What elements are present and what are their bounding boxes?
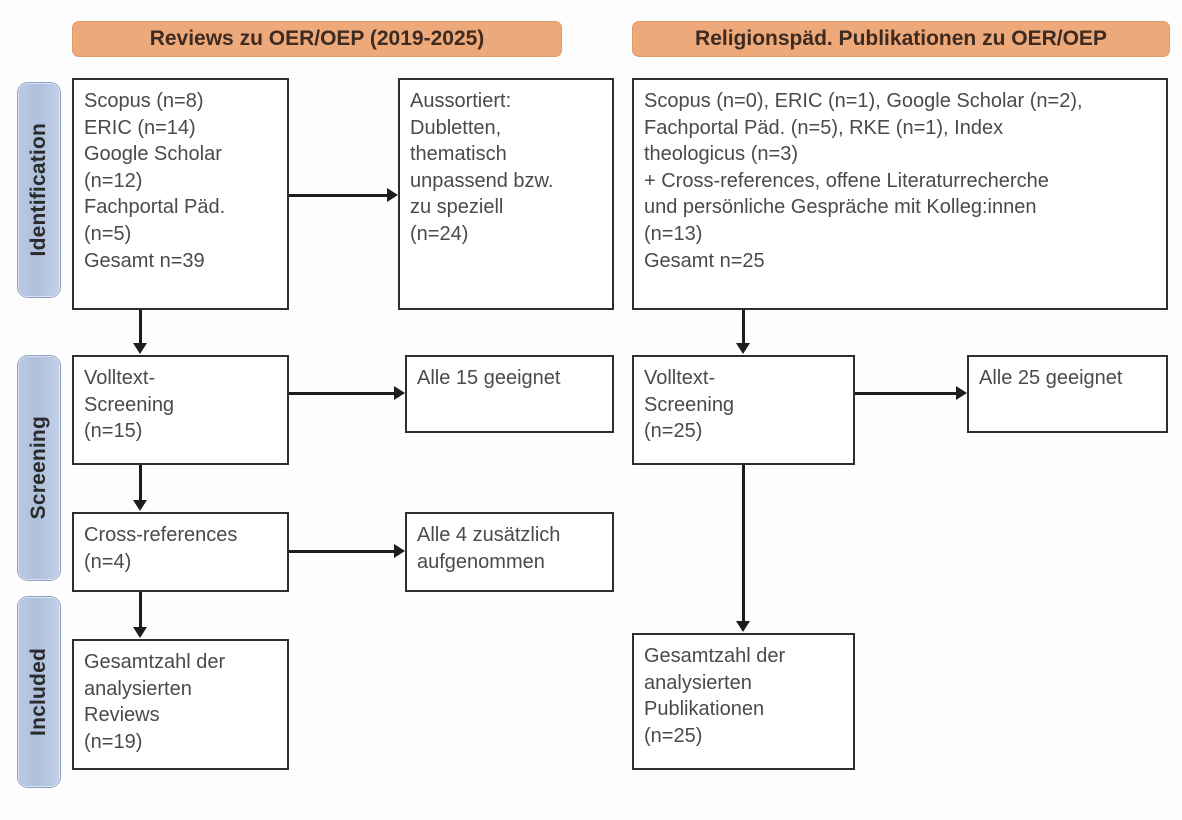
arrowhead-left-sources-to-excluded [387,188,398,202]
box-left-included: Gesamtzahl der analysierten Reviews (n=1… [72,639,289,770]
box-left-added: Alle 4 zusätzlich aufgenommen [405,512,614,592]
box-left-sources: Scopus (n=8) ERIC (n=14) Google Scholar … [72,78,289,310]
connector-left-crossrefs-to-added [289,550,394,553]
connector-right-fulltext-to-eligible [855,392,956,395]
connector-left-sources-to-excluded [289,194,387,197]
stage-label-included: Included [27,648,50,736]
column-header-reviews: Reviews zu OER/OEP (2019-2025) [72,21,562,57]
stage-badge-included: Included [17,596,61,788]
box-left-eligible: Alle 15 geeignet [405,355,614,433]
stage-label-screening: Screening [27,416,50,520]
box-left-crossreferences: Cross-references (n=4) [72,512,289,592]
box-right-fulltext-screening: Volltext- Screening (n=25) [632,355,855,465]
box-right-eligible: Alle 25 geeignet [967,355,1168,433]
connector-left-sources-to-fulltext [139,310,142,344]
connector-left-fulltext-to-eligible [289,392,394,395]
arrowhead-left-crossrefs-to-included [133,627,147,638]
stage-badge-identification: Identification [17,82,61,298]
arrowhead-left-fulltext-to-crossrefs [133,500,147,511]
column-header-religionspaed-label: Religionspäd. Publikationen zu OER/OEP [695,27,1107,50]
box-left-excluded: Aussortiert: Dubletten, thematisch unpas… [398,78,614,310]
connector-left-fulltext-to-crossrefs [139,465,142,501]
column-header-reviews-label: Reviews zu OER/OEP (2019-2025) [149,27,485,50]
connector-right-fulltext-to-included [742,465,745,622]
connector-left-crossrefs-to-included [139,592,142,628]
arrowhead-right-fulltext-to-included [736,621,750,632]
box-left-fulltext-screening: Volltext- Screening (n=15) [72,355,289,465]
stage-label-identification: Identification [27,123,50,257]
box-right-sources: Scopus (n=0), ERIC (n=1), Google Scholar… [632,78,1168,310]
stage-badge-screening: Screening [17,355,61,581]
box-right-included: Gesamtzahl der analysierten Publikatione… [632,633,855,770]
arrowhead-right-sources-to-fulltext [736,343,750,354]
column-header-religionspaed: Religionspäd. Publikationen zu OER/OEP [632,21,1170,57]
arrowhead-left-sources-to-fulltext [133,343,147,354]
arrowhead-left-fulltext-to-eligible [394,386,405,400]
arrowhead-right-fulltext-to-eligible [956,386,967,400]
connector-right-sources-to-fulltext [742,310,745,344]
arrowhead-left-crossrefs-to-added [394,544,405,558]
